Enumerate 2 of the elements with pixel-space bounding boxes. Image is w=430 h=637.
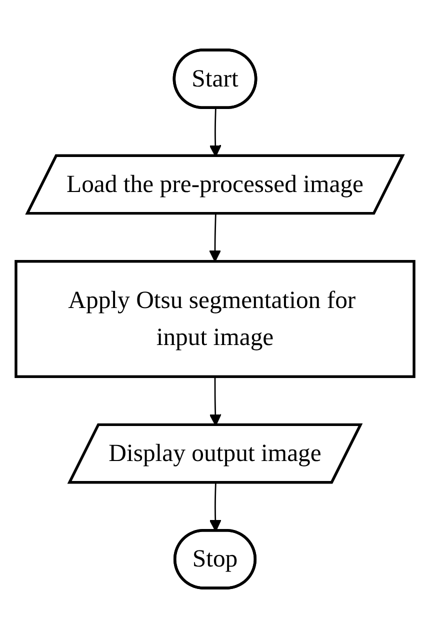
arrow	[208, 213, 222, 262]
node-box: Apply Otsu segmentation for input image	[14, 259, 416, 378]
